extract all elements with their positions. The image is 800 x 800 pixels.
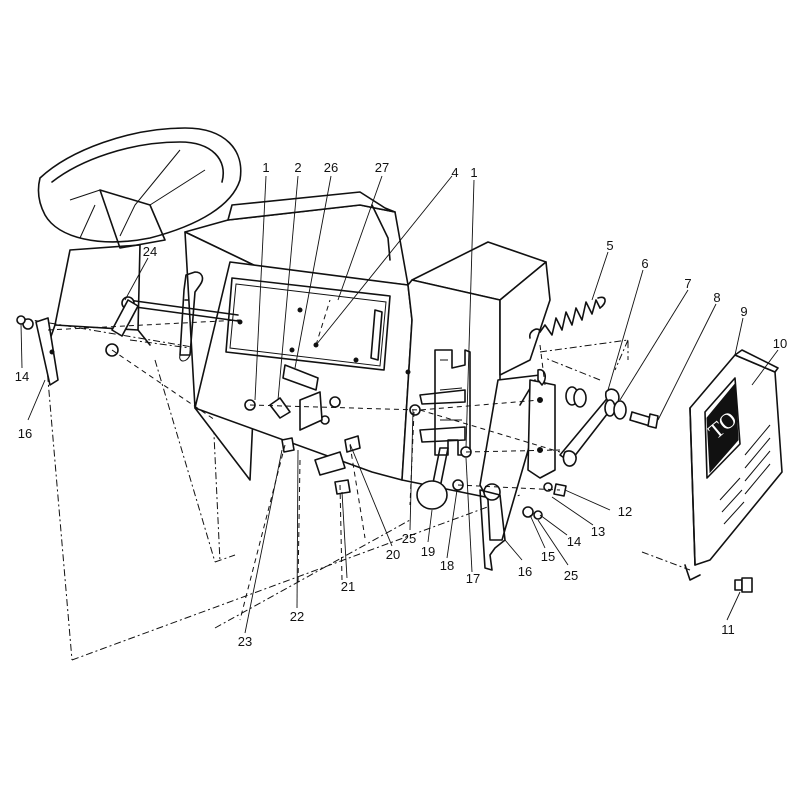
callout-14-left: 14 (15, 369, 29, 384)
callout-22: 22 (290, 609, 304, 624)
callout-16-left: 16 (18, 426, 32, 441)
callout-26: 26 (324, 160, 338, 175)
callout-6: 6 (641, 256, 648, 271)
callout-25-right: 25 (564, 568, 578, 583)
steering-wheel (37, 127, 242, 249)
callout-1-right: 1 (470, 165, 477, 180)
callout-27: 27 (375, 160, 389, 175)
callout-11: 11 (721, 622, 735, 637)
callout-18: 18 (440, 558, 454, 573)
bolt-11 (734, 577, 753, 593)
steering-column (47, 244, 151, 346)
callout-16-right: 16 (518, 564, 532, 579)
callout-12: 12 (618, 504, 632, 519)
callout-4: 4 (451, 165, 458, 180)
callout-1-left: 1 (262, 160, 269, 175)
lever-arm-assembly (479, 368, 556, 571)
callout-20: 20 (386, 547, 400, 562)
dash-panel (179, 191, 551, 501)
left-bracket (16, 315, 59, 386)
cross-shaft (105, 296, 239, 357)
callout-23: 23 (238, 634, 252, 649)
washer-set (565, 386, 627, 420)
callout-9: 9 (740, 304, 747, 319)
callout-17: 17 (466, 571, 480, 586)
bolt-8 (629, 411, 659, 429)
callout-2: 2 (294, 160, 301, 175)
shift-lever (416, 447, 449, 510)
spring (529, 296, 606, 339)
callout-5: 5 (606, 238, 613, 253)
callout-7: 7 (684, 276, 691, 291)
callout-24: 24 (143, 244, 157, 259)
callout-10: 10 (773, 336, 787, 351)
callout-layer: 1 2 26 27 4 1 5 6 7 8 9 10 24 14 16 12 1… (15, 160, 787, 649)
callout-25-left: 25 (402, 531, 416, 546)
callout-13: 13 (591, 524, 605, 539)
hardware (244, 342, 567, 520)
callout-21: 21 (341, 579, 355, 594)
callout-19: 19 (421, 544, 435, 559)
callout-8: 8 (713, 290, 720, 305)
callout-14-right: 14 (567, 534, 581, 549)
side-cover: TO (684, 349, 783, 581)
callout-15: 15 (541, 549, 555, 564)
